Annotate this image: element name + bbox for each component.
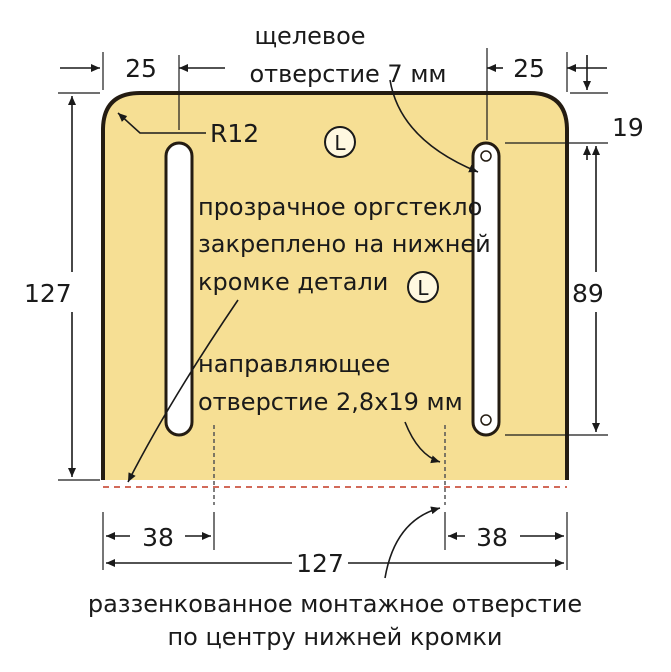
right-slot-bottom-hole <box>480 414 492 426</box>
guide-note-line2: отверстие 2,8х19 мм <box>198 388 463 416</box>
plexi-note-leader <box>127 299 239 483</box>
dim-bottom-width: 127 <box>296 549 344 578</box>
dim-radius: R12 <box>210 119 259 148</box>
plexi-note-line1: прозрачное оргстекло <box>198 193 482 221</box>
countersink-note-line1: раззенкованное монтажное отверстие <box>88 590 582 618</box>
svg-text:L: L <box>417 276 429 300</box>
left-slot <box>164 141 194 437</box>
slot-note-line1: щелевое <box>254 22 365 50</box>
dim-right-top: 19 <box>612 113 644 142</box>
radius-leader <box>117 112 206 134</box>
countersink-leader <box>384 506 441 579</box>
dim-top-right: 25 <box>513 54 545 83</box>
right-slot <box>471 141 501 437</box>
dim-top-left: 25 <box>125 54 157 83</box>
slot-note-line2: отверстие 7 мм <box>249 60 446 88</box>
countersink-note-line2: по центру нижней кромки <box>167 623 502 651</box>
svg-text:L: L <box>334 131 346 155</box>
marker-middle: L <box>407 271 439 303</box>
plexiglass-panel <box>101 91 569 480</box>
marker-upper: L <box>324 126 356 158</box>
dim-bottom-left: 38 <box>142 523 174 552</box>
dim-bottom-right: 38 <box>476 523 508 552</box>
guide-note-line1: направляющее <box>198 350 390 378</box>
plexi-note-line2: закреплено на нижней <box>198 230 491 258</box>
dim-right-slot: 89 <box>572 279 604 308</box>
guide-note-leader <box>404 421 441 464</box>
plexi-note-line3: кромке детали <box>198 268 388 296</box>
dim-left-height: 127 <box>24 279 72 308</box>
slot-note-leader <box>389 79 479 173</box>
right-slot-top-hole <box>480 150 492 162</box>
